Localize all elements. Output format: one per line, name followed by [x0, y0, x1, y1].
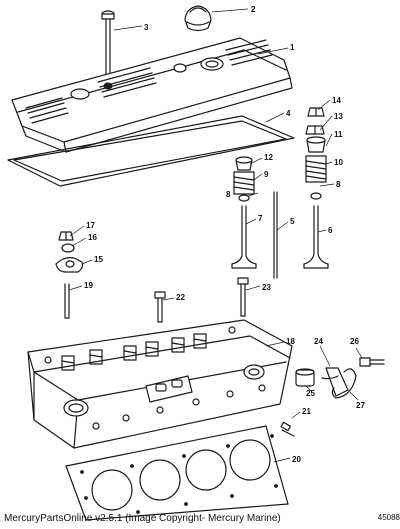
callout-6: 6	[328, 226, 333, 235]
push-rod[interactable]	[273, 191, 278, 279]
callout-22: 22	[176, 293, 185, 302]
callout-16: 16	[88, 233, 97, 242]
cylinder-head-bolt-long[interactable]	[237, 277, 249, 317]
valve-cover-bolt[interactable]	[101, 10, 115, 81]
callout-3: 3	[144, 23, 149, 32]
callout-10: 10	[334, 158, 343, 167]
callout-2: 2	[251, 5, 256, 14]
callout-23: 23	[262, 283, 271, 292]
valve-spring-retainer-intake[interactable]	[235, 156, 253, 171]
rocker-arm-nut[interactable]	[305, 107, 325, 135]
callout-24: 24	[314, 337, 323, 346]
valve-spring-exhaust[interactable]	[305, 155, 327, 183]
rocker-arm-stud[interactable]	[64, 283, 70, 319]
rocker-arm-pivot[interactable]	[58, 231, 75, 253]
callout-14: 14	[332, 96, 341, 105]
valve-cover[interactable]	[11, 37, 293, 153]
copyright-footer: MercuryPartsOnline v2.5.1 (Image Copyrig…	[4, 513, 281, 524]
callout-20: 20	[292, 455, 301, 464]
callout-17: 17	[86, 221, 95, 230]
callout-labels: 1 2 3 4 14 13 11 12 10 9 8 8 7 5 6 17 16…	[84, 5, 365, 464]
callout-12: 12	[264, 153, 273, 162]
drawing-number: 45088	[377, 513, 400, 522]
valve-spring-intake[interactable]	[233, 171, 255, 195]
callout-8-right: 8	[336, 180, 341, 189]
callout-26: 26	[350, 337, 359, 346]
callout-9: 9	[264, 170, 269, 179]
callout-5: 5	[290, 217, 295, 226]
callout-13: 13	[334, 112, 343, 121]
oil-fill-cap[interactable]	[184, 5, 212, 32]
callout-15: 15	[94, 255, 103, 264]
valve-cover-gasket[interactable]	[7, 115, 295, 187]
callout-25: 25	[306, 389, 315, 398]
head-bolt-small[interactable]	[280, 421, 295, 437]
callout-19: 19	[84, 281, 93, 290]
cylinder-head-bolt-short[interactable]	[154, 291, 166, 323]
intake-valve[interactable]	[231, 205, 257, 269]
bracket-assembly[interactable]	[295, 357, 385, 399]
callout-21: 21	[302, 407, 311, 416]
callout-4: 4	[286, 109, 291, 118]
callout-27: 27	[356, 401, 365, 410]
cylinder-head[interactable]	[27, 319, 293, 449]
callout-7: 7	[258, 214, 263, 223]
cylinder-head-gasket[interactable]	[65, 425, 289, 521]
rocker-arm[interactable]	[55, 257, 84, 273]
exhaust-valve[interactable]	[303, 205, 329, 269]
callout-18: 18	[286, 337, 295, 346]
valve-spring-cap[interactable]	[306, 136, 326, 153]
callout-1: 1	[290, 43, 295, 52]
valve-seal-exhaust[interactable]	[310, 192, 322, 200]
callout-8-left: 8	[226, 190, 231, 199]
valve-seal-intake[interactable]	[238, 194, 250, 202]
callout-11: 11	[334, 130, 343, 139]
leader-lines	[68, 8, 363, 463]
